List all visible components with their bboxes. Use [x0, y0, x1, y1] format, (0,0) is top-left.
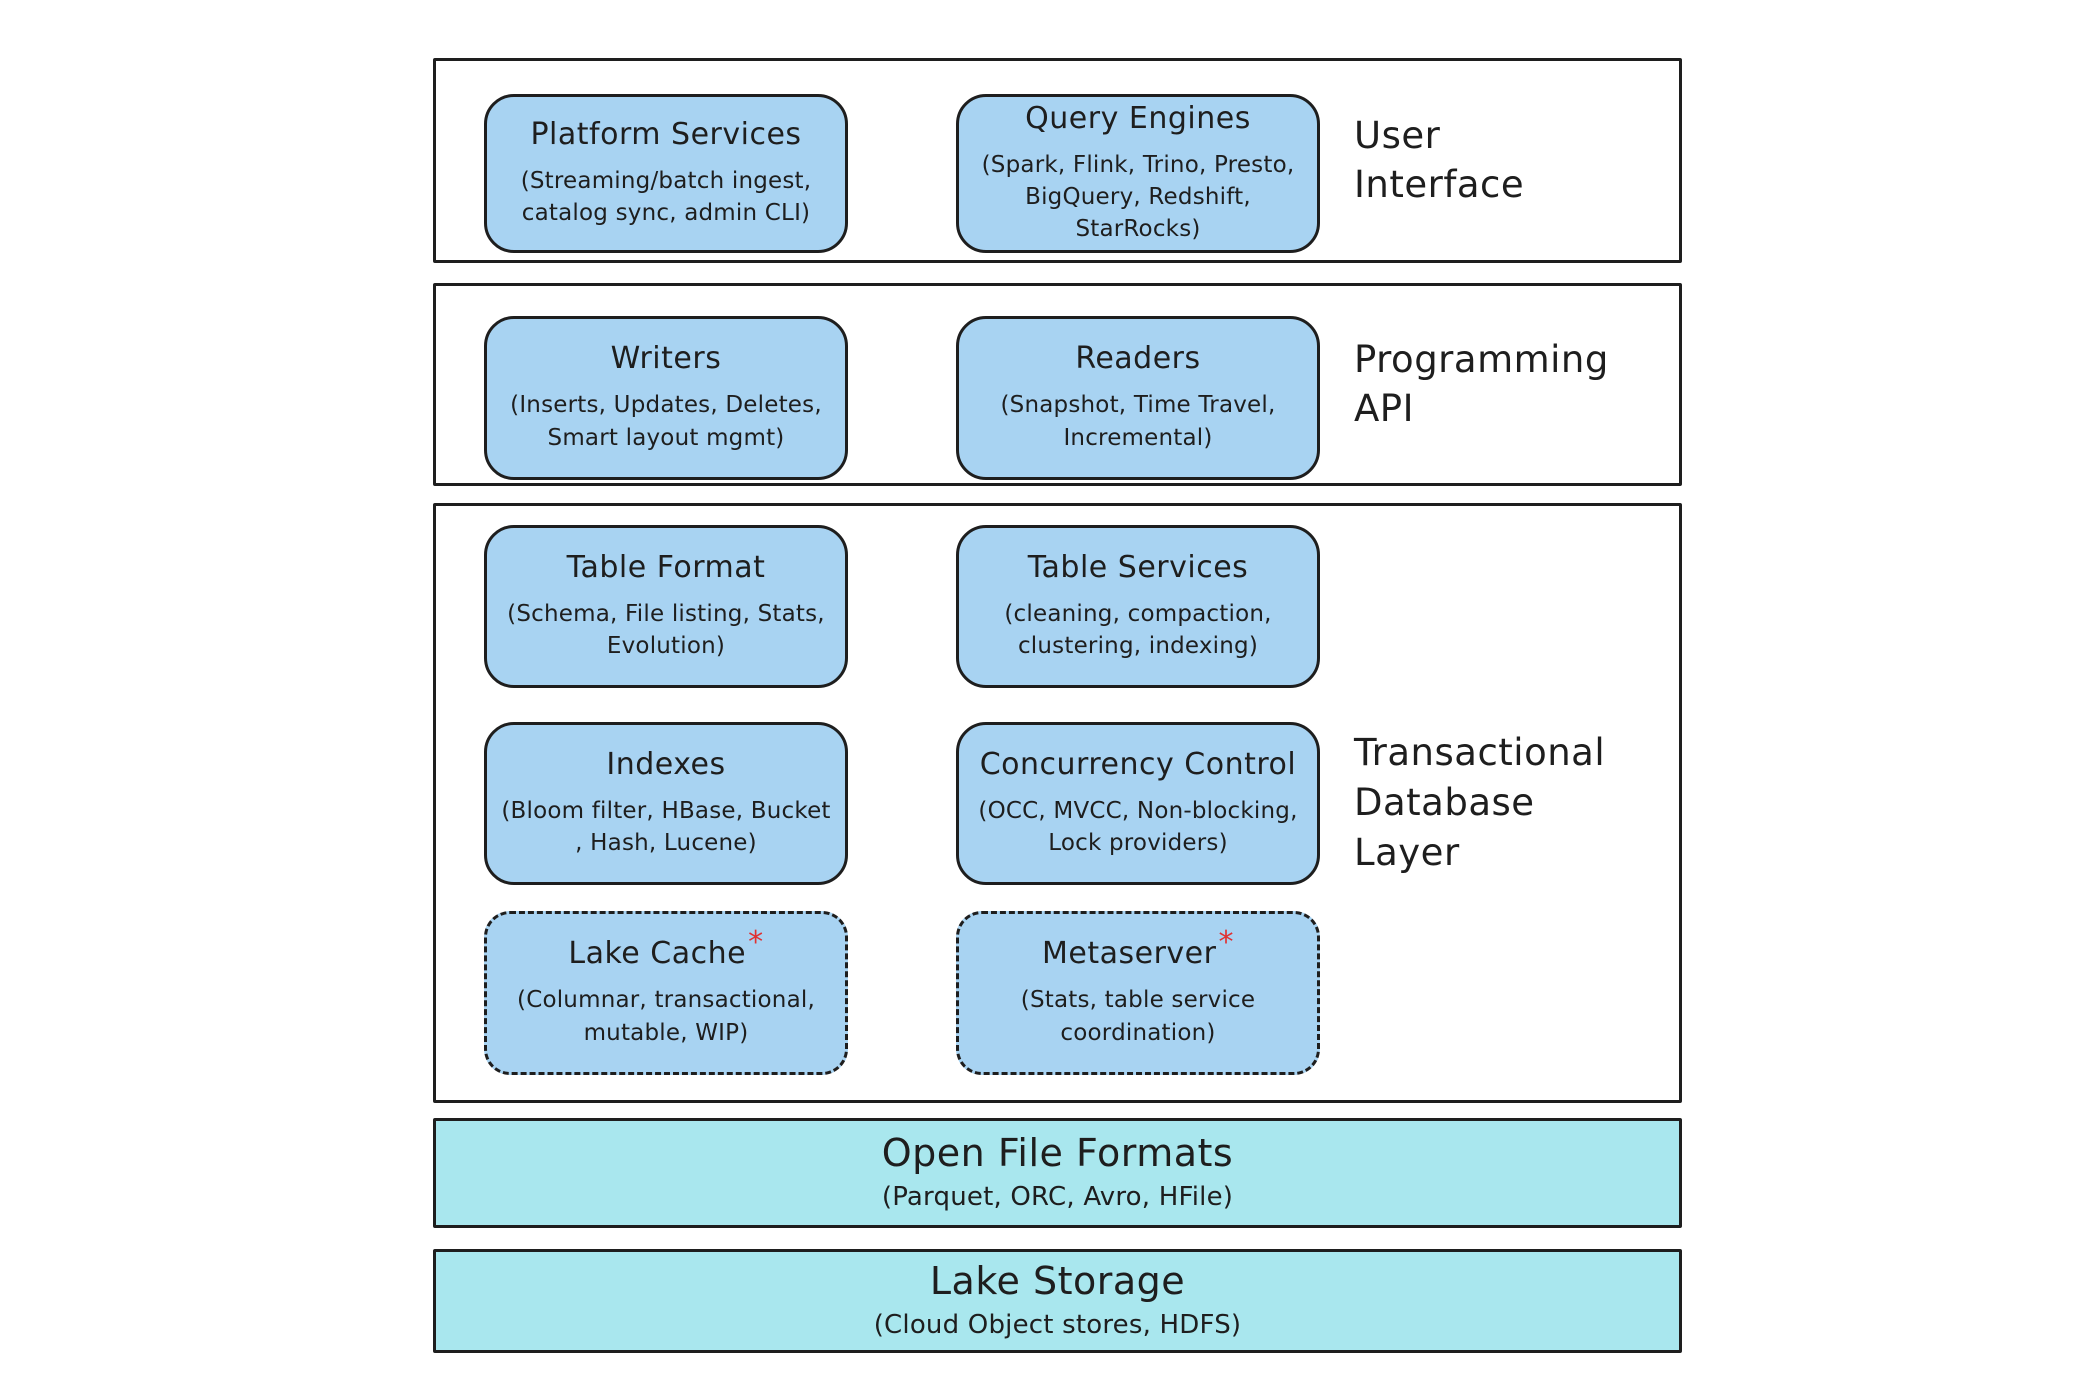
box-title: Table Services — [1027, 549, 1249, 585]
box-metaserver: Metaserver* (Stats, table service coordi… — [956, 911, 1320, 1075]
box-subtitle: (Bloom filter, HBase, Bucket , Hash, Luc… — [501, 797, 831, 856]
wip-asterisk: * — [1218, 925, 1234, 961]
section-user-interface: Platform Services (Streaming/batch inges… — [433, 58, 1682, 263]
section-label-user-interface: User Interface — [1354, 113, 1525, 207]
box-subtitle: (OCC, MVCC, Non-blocking, Lock providers… — [978, 797, 1298, 856]
bar-subtitle: (Parquet, ORC, Avro, HFile) — [881, 1182, 1234, 1213]
box-table-services: Table Services (cleaning, compaction, cl… — [956, 525, 1320, 688]
box-readers: Readers (Snapshot, Time Travel, Incremen… — [956, 316, 1320, 480]
bar-lake-storage: Lake Storage (Cloud Object stores, HDFS) — [433, 1249, 1682, 1353]
box-subtitle: (Columnar, transactional, mutable, WIP) — [517, 987, 815, 1046]
box-subtitle: (Stats, table service coordination) — [1020, 987, 1256, 1046]
box-subtitle: (Inserts, Updates, Deletes, Smart layout… — [510, 392, 822, 451]
box-title: Metaserver* — [1042, 928, 1234, 972]
box-title: Query Engines — [1025, 100, 1251, 136]
section-label-transactional-database-layer: Transactional Database Layer — [1354, 731, 1606, 874]
wip-asterisk: * — [748, 925, 764, 961]
box-table-format: Table Format (Schema, File listing, Stat… — [484, 525, 848, 688]
section-label-programming-api: Programming API — [1354, 337, 1609, 431]
box-query-engines: Query Engines (Spark, Flink, Trino, Pres… — [956, 94, 1320, 253]
box-indexes: Indexes (Bloom filter, HBase, Bucket , H… — [484, 722, 848, 885]
box-lake-cache: Lake Cache* (Columnar, transactional, mu… — [484, 911, 848, 1075]
box-subtitle: (Spark, Flink, Trino, Presto, BigQuery, … — [981, 151, 1295, 243]
box-title-text: Metaserver — [1042, 936, 1217, 972]
box-concurrency-control: Concurrency Control (OCC, MVCC, Non-bloc… — [956, 722, 1320, 885]
box-title: Writers — [610, 341, 722, 377]
bar-open-file-formats: Open File Formats (Parquet, ORC, Avro, H… — [433, 1118, 1682, 1228]
box-subtitle: (Schema, File listing, Stats, Evolution) — [507, 600, 825, 659]
section-transactional-database-layer: Table Format (Schema, File listing, Stat… — [433, 503, 1682, 1103]
box-title: Concurrency Control — [979, 746, 1297, 782]
box-writers: Writers (Inserts, Updates, Deletes, Smar… — [484, 316, 848, 480]
box-subtitle: (cleaning, compaction, clustering, index… — [1004, 600, 1272, 659]
box-title: Readers — [1075, 341, 1201, 377]
bar-title: Lake Storage — [929, 1258, 1186, 1303]
box-title-text: Lake Cache — [568, 936, 747, 972]
bar-title: Open File Formats — [881, 1130, 1234, 1175]
box-title: Platform Services — [530, 116, 802, 152]
box-title: Indexes — [606, 746, 726, 782]
box-subtitle: (Streaming/batch ingest, catalog sync, a… — [520, 167, 812, 226]
box-title: Lake Cache* — [568, 928, 763, 972]
box-title: Table Format — [566, 549, 766, 585]
bar-subtitle: (Cloud Object stores, HDFS) — [873, 1310, 1242, 1341]
section-programming-api: Writers (Inserts, Updates, Deletes, Smar… — [433, 283, 1682, 486]
box-platform-services: Platform Services (Streaming/batch inges… — [484, 94, 848, 253]
box-subtitle: (Snapshot, Time Travel, Incremental) — [1000, 392, 1276, 451]
